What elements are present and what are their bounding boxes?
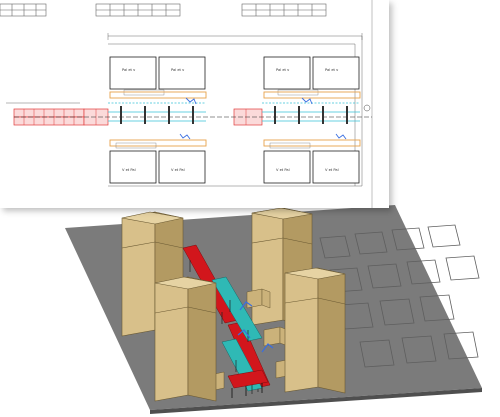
plan-drawing: Pal et v Pal et v Pal et v Pal et v: [0, 0, 373, 208]
plan-top-annotations: [123, 89, 319, 96]
title-block-center: [95, 3, 181, 17]
conveyor-front-legs: [231, 383, 263, 398]
floor-edge: [150, 388, 482, 414]
unit-label: Pal et v: [325, 68, 339, 72]
title-block-left: [0, 3, 47, 17]
title-block-right: [241, 3, 327, 17]
plan-top-unit-labels: Pal et v Pal et v Pal et v Pal et v: [122, 68, 339, 72]
plan-top-units: [109, 56, 360, 90]
unit-label: V et Pal: [276, 168, 290, 172]
plan-bottom-unit-labels: V et Pal V et Pal V et Pal V et Pal: [122, 168, 339, 172]
plan-orange-racks-bottom: [109, 139, 361, 147]
unit-label: Pal et v: [276, 68, 290, 72]
plan-bottom-annotations: [115, 142, 311, 149]
unit-label: V et Pal: [122, 168, 136, 172]
plan-robots: [179, 97, 347, 140]
unit-label: Pal et v: [171, 68, 185, 72]
plan-orange-racks-top: [109, 91, 361, 99]
storage-unit-front-left: [154, 276, 217, 402]
plan-bottom-units: [109, 150, 360, 184]
unit-label: V et Pal: [325, 168, 339, 172]
robot-arms-3d: [237, 301, 274, 353]
storage-unit-front-right: [284, 267, 346, 394]
plan-conveyor-posts: [120, 106, 348, 124]
unit-label: V et Pal: [171, 168, 185, 172]
plan-conveyor-cyan: [108, 102, 360, 122]
plan-end-marker: [363, 104, 371, 112]
plan-drawing-sheet: Pal et v Pal et v Pal et v Pal et v: [0, 0, 389, 208]
floor-markings: [319, 224, 480, 368]
conveyor-red-front: [227, 369, 269, 389]
unit-label: Pal et v: [122, 68, 136, 72]
